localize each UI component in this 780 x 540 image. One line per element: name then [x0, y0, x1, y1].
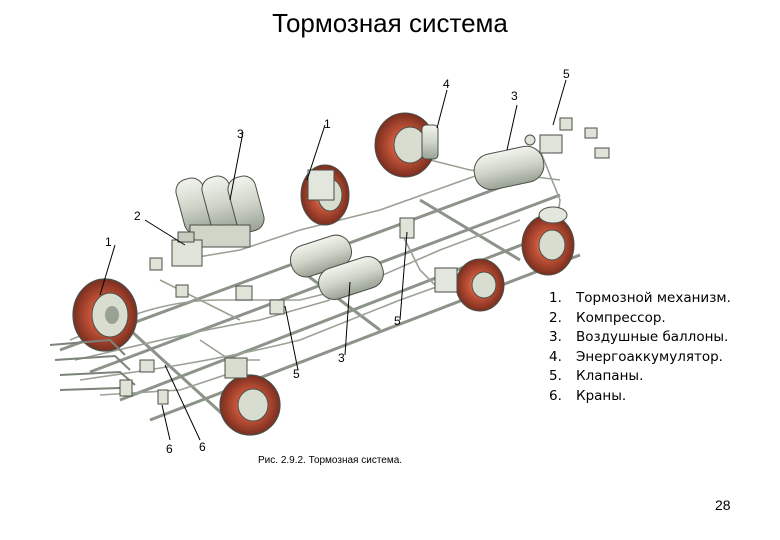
valve-cluster-top-right: [524, 117, 610, 159]
callout-6-right: 6: [199, 440, 206, 454]
valves-middle: [149, 217, 415, 315]
legend-list: 1.Тормозной механизм. 2.Компрессор. 3.Во…: [549, 289, 731, 407]
legend-item: 3.Воздушные баллоны.: [549, 329, 729, 346]
legend-item: 5.Клапаны.: [549, 368, 644, 385]
legend-item: 6.Краны.: [549, 387, 627, 404]
figure-caption: Рис. 2.9.2. Тормозная система.: [258, 455, 403, 466]
brake-mechanism-bottom: [219, 357, 281, 436]
callout-3-top: 3: [511, 89, 518, 103]
legend-item: 1.Тормозной механизм.: [549, 290, 731, 306]
brake-mechanism-middle-left: [300, 164, 350, 226]
callout-1-upper: 1: [324, 117, 331, 131]
callout-3-bottom: 3: [338, 351, 345, 365]
callout-5-bottom: 5: [293, 367, 300, 381]
legend-item: 4.Энергоаккумулятор.: [549, 348, 723, 365]
callout-2: 2: [134, 209, 141, 223]
callout-4-top: 4: [443, 77, 450, 91]
brake-mechanism-left: [72, 278, 138, 352]
air-tank-top-right: [473, 145, 545, 191]
callout-5-mid: 5: [394, 314, 401, 328]
compressor: [171, 231, 203, 267]
brake-mechanism-right-middle: [434, 258, 505, 312]
leader-lines: [99, 79, 567, 441]
air-tank-middle-lower: [318, 255, 384, 301]
brake-mechanism-right: [521, 206, 575, 276]
legend-item: 2.Компрессор.: [549, 309, 666, 326]
callout-6-left: 6: [166, 442, 173, 456]
taps-bottom-left: [119, 359, 169, 405]
air-tanks-group-left: [175, 175, 265, 248]
brake-mechanism-top: [374, 112, 439, 178]
page-number: 28: [715, 497, 731, 513]
page-title: Тормозная система: [272, 8, 508, 38]
callout-5-top: 5: [563, 67, 570, 81]
energy-accumulator: [421, 124, 439, 160]
callout-1-left: 1: [105, 235, 112, 249]
callout-3-left: 3: [237, 127, 244, 141]
